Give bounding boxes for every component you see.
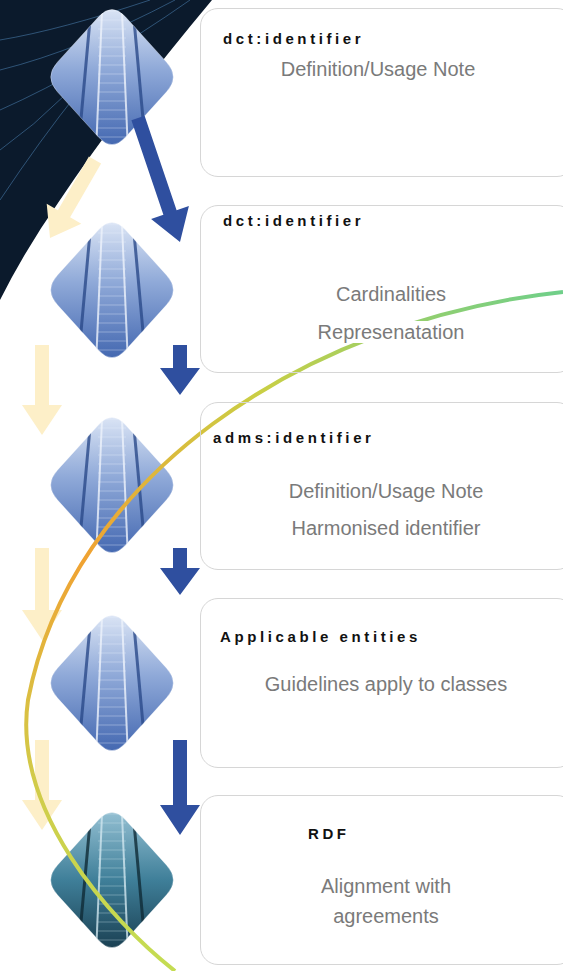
step-box: dct:identifierCardinalities Represenatat… — [200, 205, 563, 373]
step-note: Definition/Usage Note — [248, 53, 508, 85]
escalator-picture — [44, 608, 180, 758]
step-title: RDF — [306, 824, 352, 844]
diamond-edge — [51, 615, 174, 750]
step-note: Alignment with agreements — [306, 871, 466, 931]
escalator-picture — [44, 2, 180, 152]
step-box: adms:identifierDefinition/Usage Note Har… — [200, 402, 563, 570]
step-title: adms:identifier — [211, 428, 377, 448]
escalator-picture — [44, 805, 180, 955]
step-box: Applicable entitiesGuidelines apply to c… — [200, 598, 563, 768]
diamond-edge — [51, 812, 174, 947]
step-box: RDF Alignment with agreements — [200, 795, 563, 965]
step-note: Definition/Usage Note Harmonised identif… — [269, 473, 504, 547]
flow-arrows — [131, 116, 200, 835]
diamond-edge — [51, 9, 174, 144]
escalator-picture — [44, 410, 180, 560]
step-box: dct:identifierDefinition/Usage Note — [200, 8, 563, 177]
step-note: Cardinalities Represenatation — [306, 275, 476, 351]
escalator-picture — [44, 215, 180, 365]
accent-curve — [26, 292, 563, 971]
diamond-edge — [51, 417, 174, 552]
step-title: dct:identifier — [221, 211, 366, 231]
step-title: Applicable entities — [218, 627, 423, 647]
step-title: dct:identifier — [221, 29, 366, 49]
step-note: Guidelines apply to classes — [244, 668, 529, 700]
diamond-edge — [51, 222, 174, 357]
